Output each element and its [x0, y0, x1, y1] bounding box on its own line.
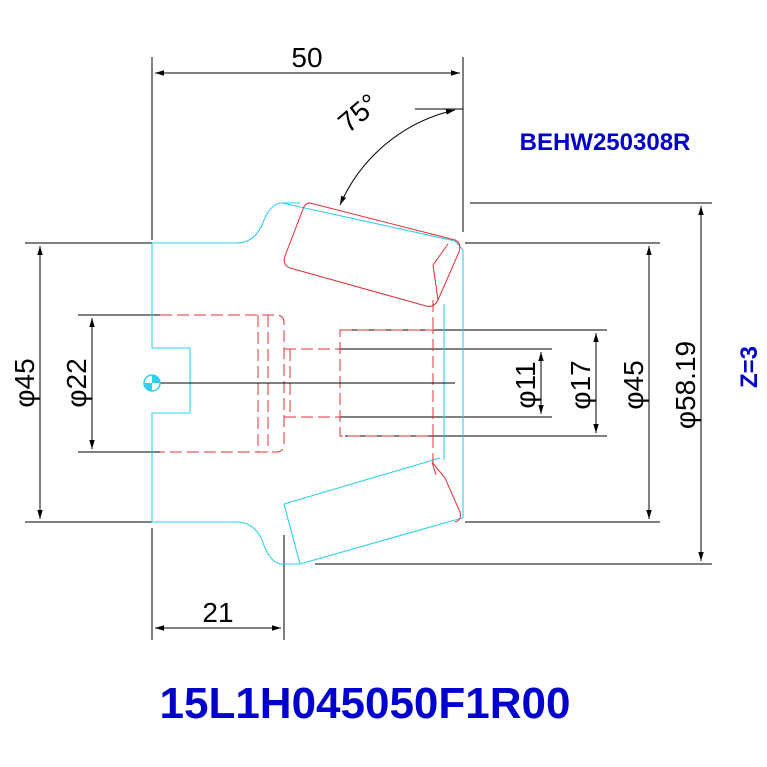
dimension-dia-58: φ58.19	[315, 202, 712, 565]
dim-label-dia58: φ58.19	[670, 341, 701, 429]
dim-label-dia11: φ11	[510, 361, 541, 408]
dimension-dia-45-left: φ45	[9, 242, 152, 523]
dim-label-angle: 75°	[332, 88, 384, 139]
teeth-count-label: Z=3	[736, 346, 763, 388]
dimension-dia-22: φ22	[61, 314, 160, 453]
dimension-dia-11: φ11	[335, 348, 552, 418]
dim-label-dia45-left: φ45	[9, 358, 40, 407]
hidden-bore	[160, 300, 434, 462]
dim-label-dia45-right: φ45	[618, 360, 649, 409]
dimension-angle-75: 75°	[332, 88, 463, 206]
lower-tooth	[431, 461, 461, 523]
part-number: 15L1H045050F1R00	[160, 679, 571, 728]
dimension-dia-45-right: φ45	[465, 242, 660, 523]
upper-tooth	[283, 202, 461, 307]
dim-label-dia17: φ17	[565, 360, 596, 409]
dim-label-21: 21	[202, 597, 233, 628]
dimension-hub-21: 21	[151, 528, 285, 640]
drawing-code: BEHW250308R	[520, 129, 691, 156]
dim-label-50: 50	[291, 42, 322, 73]
dimension-dia-17: φ17	[345, 329, 607, 437]
dimension-length-50: 50	[151, 42, 464, 240]
dim-label-dia22: φ22	[61, 358, 92, 407]
center-axis	[143, 374, 455, 392]
